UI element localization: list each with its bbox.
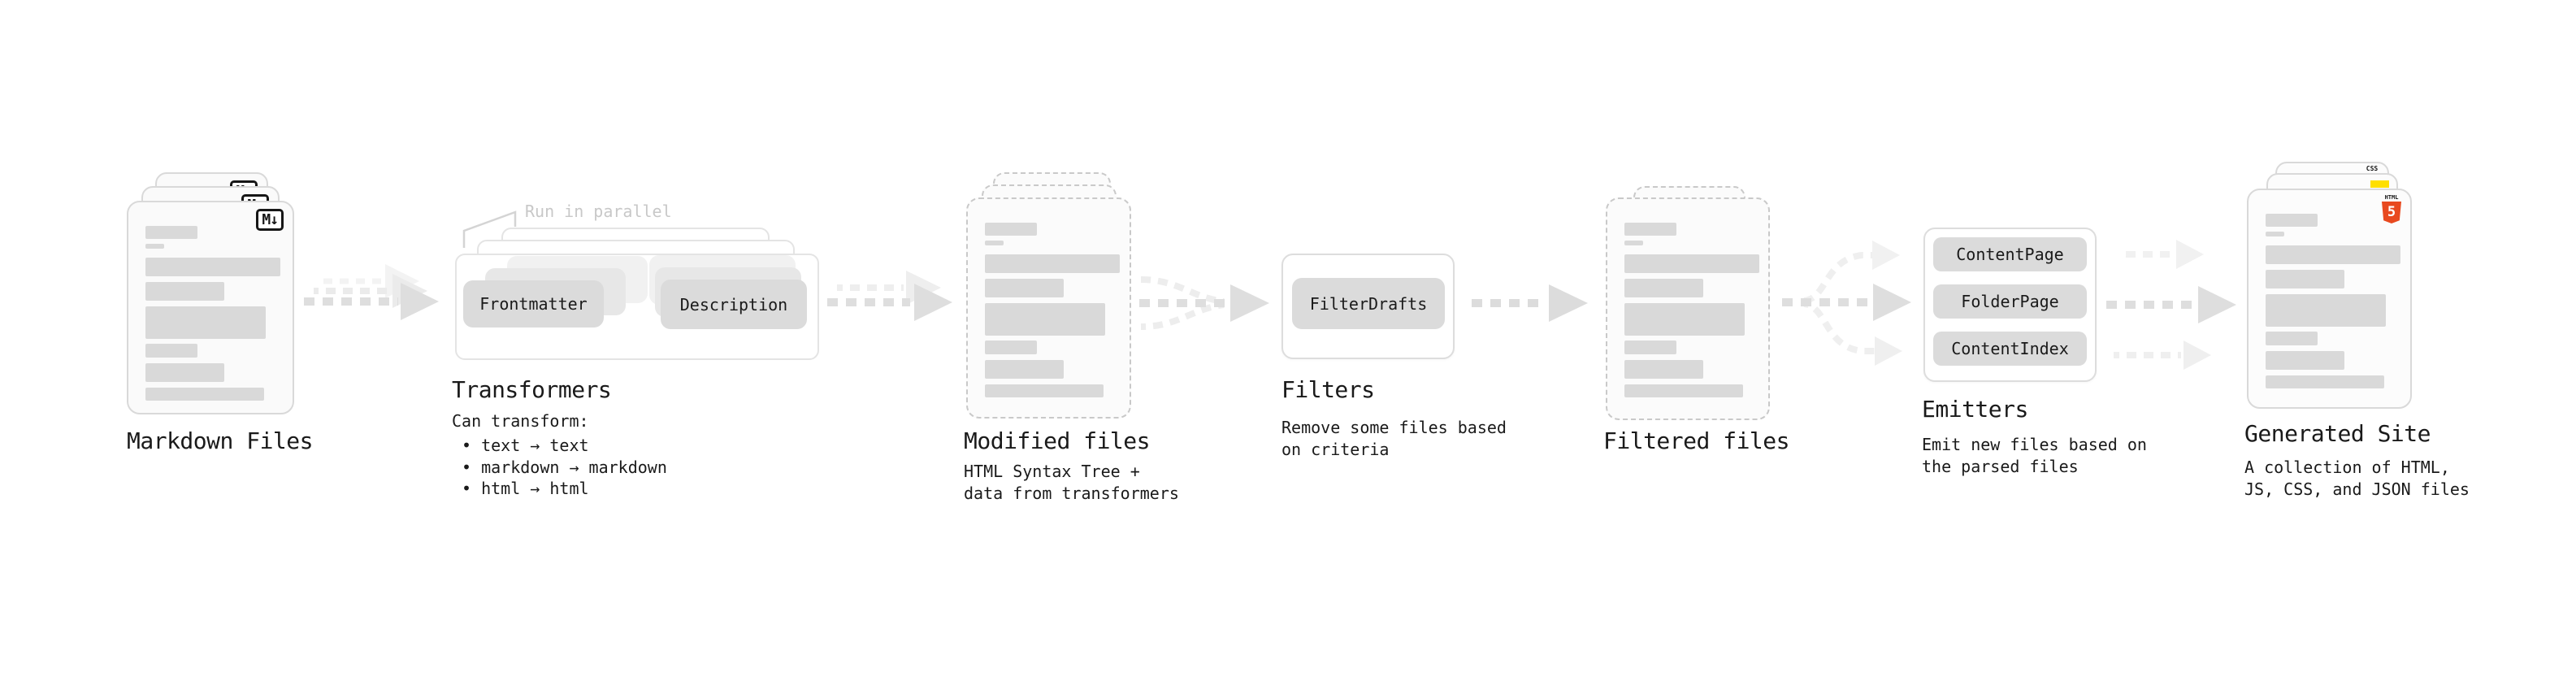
generated-desc-line1: A collection of HTML,: [2244, 458, 2450, 477]
placeholder-text-bar: [145, 244, 164, 249]
file-content-bars: [1607, 199, 1768, 419]
placeholder-text-bar: [145, 306, 266, 339]
placeholder-text-bar: [1624, 340, 1676, 354]
placeholder-text-bar: [2266, 332, 2318, 345]
file-content-bars: [968, 199, 1130, 417]
stage-label-filtered-files: Filtered files: [1603, 427, 1790, 454]
flow-arrow-emitters-to-generated: [2106, 240, 2236, 370]
placeholder-text-bar: [985, 384, 1104, 397]
emitter-box-folder-page: FolderPage: [1933, 284, 2087, 319]
placeholder-text-bar: [2266, 375, 2384, 388]
file-card-front: [1606, 197, 1770, 420]
transform-bullet-html: • html → html: [462, 479, 589, 498]
stage-label-markdown-files: Markdown Files: [127, 427, 314, 454]
placeholder-text-bar: [2266, 270, 2344, 288]
filters-desc-line2: on criteria: [1281, 440, 1390, 459]
stage-label-filters: Filters: [1281, 376, 1375, 403]
flow-arrow-modified-to-filters-merge: [1139, 276, 1269, 330]
file-content-bars: [2249, 190, 2410, 407]
stage-label-transformers: Transformers: [452, 376, 612, 403]
placeholder-text-bar: [2266, 214, 2318, 227]
placeholder-text-bar: [985, 279, 1064, 297]
flow-arrow-transformers-to-modified: [827, 271, 952, 321]
description-box: Description: [661, 280, 807, 329]
placeholder-text-bar: [2266, 245, 2400, 264]
emitters-desc-line2: the parsed files: [1922, 457, 2079, 476]
placeholder-text-bar: [1624, 303, 1745, 336]
run-in-parallel-note: Run in parallel: [525, 202, 672, 221]
placeholder-text-bar: [145, 344, 197, 358]
flow-arrow-filtered-to-emitters-split: [1782, 241, 1911, 366]
placeholder-text-bar: [1624, 384, 1743, 397]
js-icon: [2370, 180, 2389, 188]
placeholder-text-bar: [1624, 223, 1676, 236]
file-card-front-html: HTML 5: [2247, 189, 2412, 409]
filters-desc-line1: Remove some files based: [1281, 418, 1507, 437]
placeholder-text-bar: [145, 363, 224, 382]
placeholder-text-bar: [985, 303, 1105, 336]
generated-desc-line2: JS, CSS, and JSON files: [2244, 479, 2470, 499]
filter-drafts-box: FilterDrafts: [1292, 278, 1445, 329]
emitters-desc-line1: Emit new files based on: [1922, 435, 2147, 454]
placeholder-text-bar: [145, 226, 197, 239]
placeholder-text-bar: [985, 241, 1004, 245]
placeholder-text-bar: [985, 223, 1037, 236]
flow-arrow-filters-to-filtered: [1472, 284, 1588, 322]
placeholder-text-bar: [2266, 232, 2284, 236]
stage-label-emitters: Emitters: [1922, 396, 2028, 423]
stage-label-modified-files: Modified files: [964, 427, 1151, 454]
frontmatter-box: Frontmatter: [463, 280, 604, 327]
can-transform-text: Can transform:: [452, 411, 589, 431]
transform-bullet-text: • text → text: [462, 436, 589, 455]
file-content-bars: [128, 202, 293, 413]
placeholder-text-bar: [2266, 351, 2344, 370]
markdown-icon: M↓: [256, 209, 284, 231]
placeholder-text-bar: [1624, 241, 1643, 245]
placeholder-text-bar: [985, 360, 1064, 379]
placeholder-text-bar: [145, 282, 224, 301]
placeholder-text-bar: [145, 388, 264, 401]
stage-label-generated-site: Generated Site: [2244, 420, 2431, 447]
placeholder-text-bar: [145, 258, 280, 276]
file-card-front: M↓: [127, 201, 294, 414]
placeholder-text-bar: [1624, 360, 1703, 379]
modified-desc-line2: data from transformers: [964, 484, 1179, 503]
placeholder-text-bar: [2266, 294, 2386, 327]
placeholder-text-bar: [985, 340, 1037, 354]
modified-desc-line1: HTML Syntax Tree +: [964, 462, 1140, 481]
emitter-box-content-page: ContentPage: [1933, 237, 2087, 271]
file-card-front: [966, 197, 1131, 419]
transform-bullet-markdown: • markdown → markdown: [462, 458, 667, 477]
placeholder-text-bar: [1624, 279, 1703, 297]
flow-arrow-markdown-to-transformers: [304, 264, 439, 320]
placeholder-text-bar: [1624, 254, 1759, 273]
placeholder-text-bar: [985, 254, 1120, 273]
emitter-box-content-index: ContentIndex: [1933, 332, 2087, 366]
html5-icon: HTML 5: [2381, 194, 2402, 223]
